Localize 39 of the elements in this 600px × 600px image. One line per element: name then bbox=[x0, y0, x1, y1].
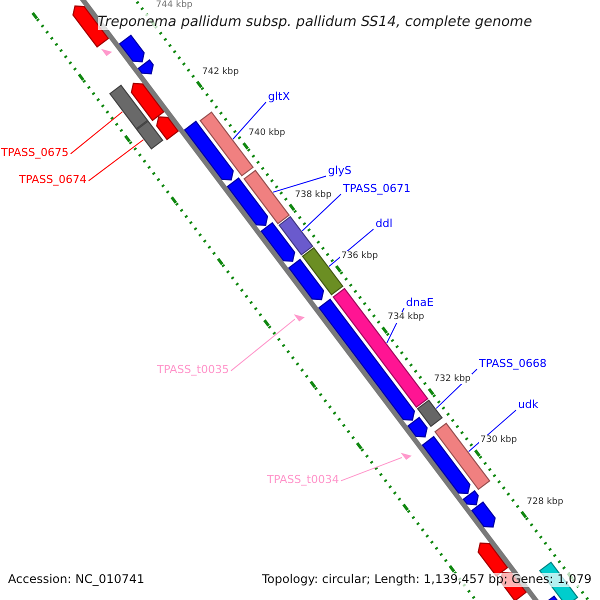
leader-line bbox=[340, 457, 402, 482]
footer-text: Accession: NC_010741 bbox=[8, 573, 144, 587]
gene-label: glyS bbox=[328, 164, 352, 178]
scale-label: 734 kbp bbox=[386, 312, 426, 323]
gene-bar bbox=[278, 216, 314, 256]
gene-label: gltX bbox=[268, 90, 290, 104]
gene-label: TPASS_0675 bbox=[1, 146, 69, 160]
gene-label: TPASS_t0034 bbox=[267, 474, 339, 486]
gene-label: ddl bbox=[376, 218, 393, 230]
gene-bar bbox=[243, 170, 290, 224]
gene-label: TPASS_t0035 bbox=[157, 364, 229, 376]
scale-label: 740 kbp bbox=[248, 128, 286, 138]
gene-label: TPASS_0674 bbox=[19, 174, 87, 186]
gene-bar bbox=[416, 399, 443, 428]
leader-line bbox=[230, 318, 296, 372]
scale-label: 738 kbp bbox=[294, 190, 333, 200]
diagram-title: Treponema pallidum subsp. pallidum SS14, complete genome bbox=[98, 14, 532, 30]
trna-mark bbox=[400, 452, 412, 460]
leader-line bbox=[272, 176, 326, 193]
scale-label: 742 kbp bbox=[201, 66, 240, 77]
footer-text: Topology: circular; Length: 1,139,457 bp; Genes: 1,079 bbox=[262, 573, 592, 587]
gene-bar bbox=[136, 120, 164, 150]
leader-line bbox=[70, 111, 123, 154]
leader-line bbox=[88, 139, 144, 182]
leader-line bbox=[328, 228, 374, 267]
gene-bar bbox=[302, 247, 344, 296]
gene-label: udk bbox=[518, 398, 538, 412]
scale-label: 732 kbp bbox=[432, 374, 472, 384]
scale-label: 728 kbp bbox=[526, 496, 564, 508]
gene-label: dnaE bbox=[406, 296, 434, 310]
leader-line bbox=[232, 102, 266, 140]
scale-label: 744 kbp bbox=[154, 0, 194, 10]
gene-bar bbox=[109, 84, 148, 130]
leader-line bbox=[302, 194, 342, 232]
scale-label: 736 kbp bbox=[340, 250, 379, 262]
trna-mark bbox=[294, 314, 305, 322]
gene-label: TPASS_0671 bbox=[343, 182, 411, 196]
scale-label: 730 kbp bbox=[479, 435, 518, 446]
gene-label: TPASS_0668 bbox=[479, 358, 547, 370]
